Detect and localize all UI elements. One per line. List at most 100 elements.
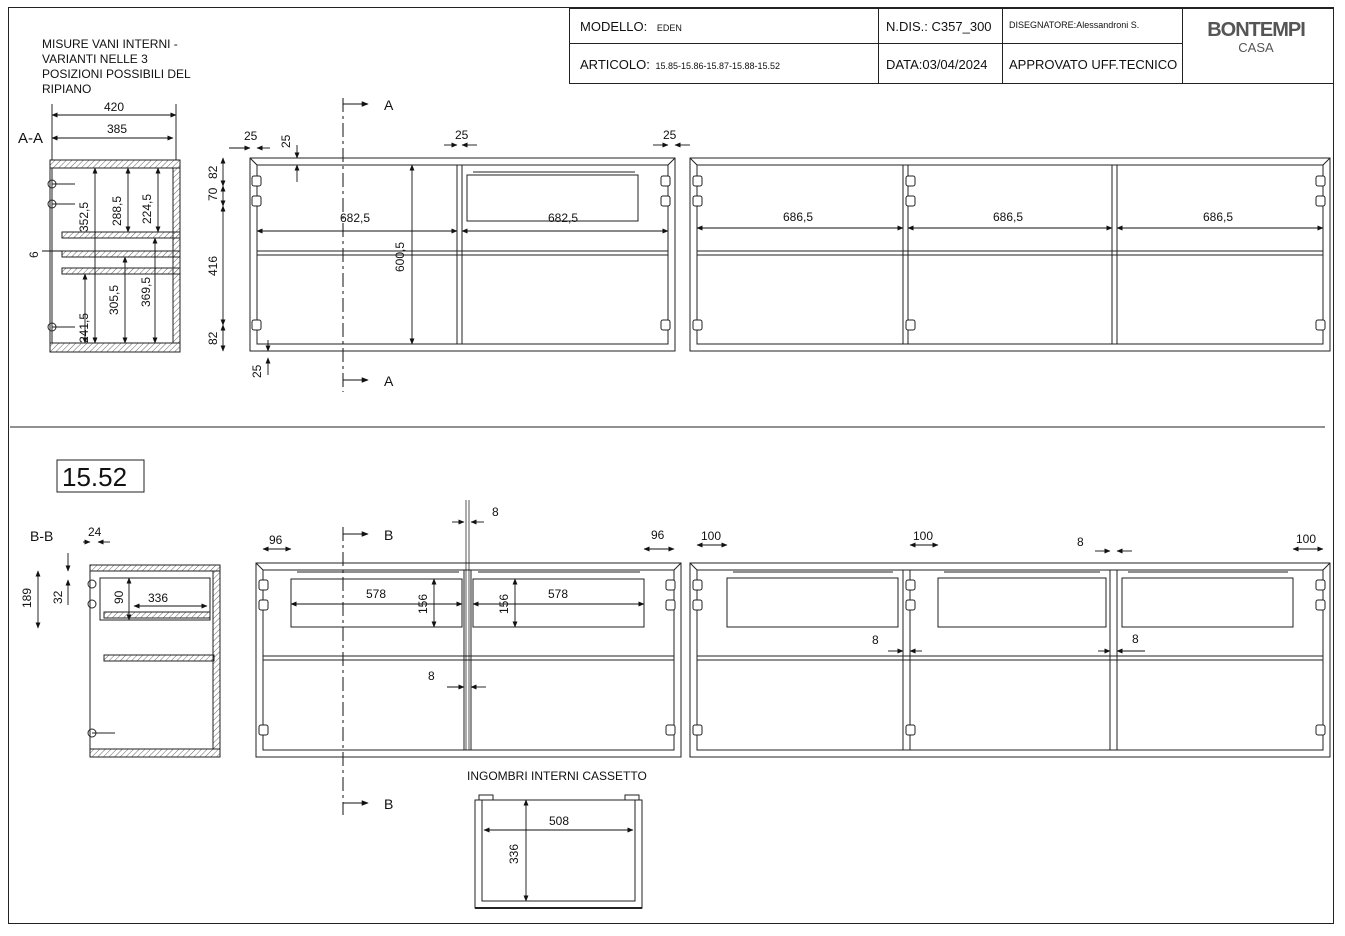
bontempi-logo: BONTEMPI CASA [1182,19,1330,55]
side-section-aa [47,159,181,353]
side-section-bb [87,564,221,758]
modello-label: MODELLO: [580,19,648,34]
cut-line-a [342,98,369,392]
dim-label: 8 [1132,632,1139,646]
top-section: MISURE VANI INTERNI - VARIANTI NELLE 3 P… [18,37,1331,392]
front-view-drawers [255,562,682,758]
bottom-section: 15.52 B-B 24 189 32 90 [20,459,1331,909]
dim-label: 288,5 [110,196,124,226]
dim-label: 352,5 [77,202,91,232]
product-code: 15.52 [62,462,127,492]
long-drawer-dimension-lines [696,542,1324,654]
dim-label: 6 [27,251,41,258]
hinge-icon [258,579,676,736]
dim-label: 686,5 [993,210,1023,224]
modello-value: EDEN [656,23,682,33]
modello-field: MODELLO: EDEN [580,20,682,33]
front-dimension-lines [220,142,690,375]
title-block-divider [878,9,879,83]
dim-label: 686,5 [783,210,813,224]
code-box [56,459,145,493]
dim-label: 682,5 [548,211,578,225]
dim-label: 8 [492,505,499,519]
front-drawer-dimension-lines [262,500,675,750]
cut-label-a: A [384,97,394,113]
note-line: VARIANTI NELLE 3 [42,52,148,66]
dim-label: 96 [269,533,283,547]
dim-label: 224,5 [140,194,154,224]
dim-label: 100 [701,529,721,543]
disegnatore-value: Alessandroni S. [1076,20,1140,30]
title-block-divider [570,43,1182,44]
disegnatore-label: DISEGNATORE: [1009,20,1077,30]
front-view-two-bays [249,157,676,352]
dim-label: 25 [663,128,677,142]
dim-label: 336 [148,591,168,605]
dim-label: 416 [206,256,220,276]
data-field: DATA:03/04/2024 [886,58,987,71]
dim-label: 336 [507,844,521,864]
data-label: DATA: [886,57,923,72]
approvato-field: APPROVATO UFF.TECNICO [1009,57,1178,72]
front-view-three-bays [689,157,1331,352]
cut-label-a: A [384,373,394,389]
dim-label: 241,5 [77,313,91,343]
dim-label: 600,5 [393,242,407,272]
articolo-value: 15.85-15.86-15.87-15.88-15.52 [655,61,781,71]
dim-label: 25 [250,364,264,378]
side-dimension-lines [35,539,208,629]
dim-label: 96 [651,528,665,542]
dim-label: 508 [549,814,569,828]
dim-label: 25 [455,128,469,142]
hinge-icon [692,175,1326,331]
logo-sub-text: CASA [1238,40,1274,55]
dim-label: 100 [1296,532,1316,546]
long-front-view-drawers [689,562,1331,758]
dim-label: 82 [206,331,220,345]
section-label-aa: A-A [18,130,43,147]
data-value: 03/04/2024 [922,57,988,72]
dim-label: 32 [51,590,65,604]
dim-label: 420 [104,100,124,114]
title-block-divider [1002,9,1003,83]
cut-line-b [342,527,369,815]
dim-label: 156 [416,594,430,614]
drawing-frame [8,7,1334,924]
logo-main-text: BONTEMPI [1207,19,1306,41]
articolo-label: ARTICOLO: [580,57,650,72]
dim-label: 686,5 [1203,210,1233,224]
hinge-icon [251,175,671,331]
hinge-icon [692,579,1326,736]
dim-label: 578 [548,587,568,601]
dim-label: 189 [20,588,34,608]
dim-label: 24 [88,525,102,539]
disegnatore-field: DISEGNATORE:Alessandroni S. [1009,21,1139,30]
drawer-internal-view [474,794,643,909]
dim-label: 25 [279,134,293,148]
dim-label: 25 [244,129,258,143]
section-label-bb: B-B [30,528,53,544]
dim-label: 100 [913,529,933,543]
dim-label: 8 [872,633,879,647]
cut-label-b: B [384,527,393,543]
ndis-value: C357_300 [931,19,992,34]
drawer-title: INGOMBRI INTERNI CASSETTO [467,769,647,783]
dim-label: 369,5 [139,277,153,307]
dim-label: 305,5 [107,285,121,315]
dim-label: 82 [206,165,220,179]
title-block: MODELLO: EDEN ARTICOLO: 15.85-15.86-15.8… [569,8,1334,84]
side-dimension-lines [42,104,177,344]
note-line: MISURE VANI INTERNI - [42,37,178,51]
dim-label: 156 [497,594,511,614]
ndis-label: N.DIS.: [886,19,928,34]
ndis-field: N.DIS.: C357_300 [886,20,992,33]
note-line: RIPIANO [42,82,91,96]
dim-label: 578 [366,587,386,601]
note-line: POSIZIONI POSSIBILI DEL [42,67,191,81]
dim-label: 682,5 [340,211,370,225]
drawer-dimension-lines [483,799,634,902]
dim-label: 90 [112,590,126,604]
articolo-field: ARTICOLO: 15.85-15.86-15.87-15.88-15.52 [580,58,780,71]
dim-label: 385 [107,122,127,136]
